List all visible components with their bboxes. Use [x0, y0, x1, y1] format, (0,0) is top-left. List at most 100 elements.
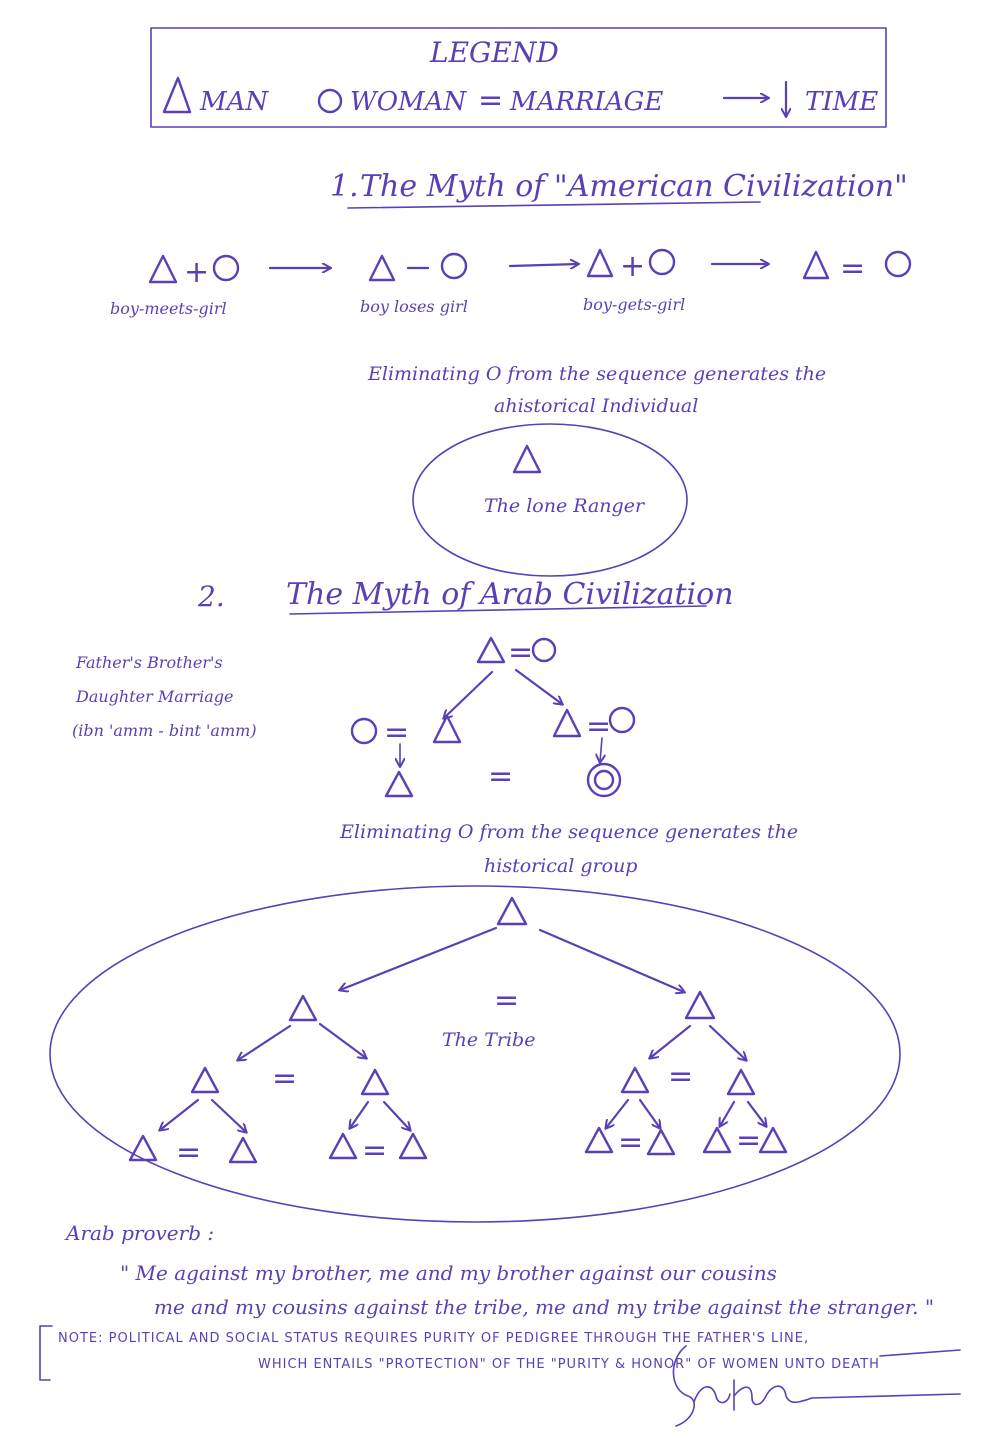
descent-arrow	[210, 1098, 246, 1132]
legend-title: LEGEND	[429, 36, 559, 69]
sequence-arrow	[508, 264, 578, 266]
lineage-icon	[360, 1068, 390, 1096]
section2-note-line2: historical group	[484, 855, 637, 877]
family-icon	[328, 1132, 358, 1160]
man-icon	[586, 248, 614, 278]
cousin-daughter-inner	[593, 769, 615, 791]
lineage-icon	[726, 1068, 756, 1096]
descent-arrow	[318, 1022, 366, 1058]
lineage-icon	[620, 1066, 650, 1094]
clan-left-icon	[288, 994, 318, 1022]
proverb-block: Arab proverb : " Me against my brother, …	[64, 1221, 934, 1319]
descent-arrow	[746, 1100, 766, 1126]
brother-left-icon	[432, 714, 462, 744]
family-icon	[758, 1126, 788, 1154]
woman-icon	[884, 250, 912, 278]
side-note-line1: Father's Brother's	[75, 653, 223, 672]
proverb-line1: " Me against my brother, me and my broth…	[120, 1261, 777, 1285]
legend-woman-label: WOMAN	[350, 87, 467, 117]
tribe-oval	[49, 885, 901, 1223]
family-icon	[584, 1126, 614, 1154]
section1-number: 1.	[330, 169, 359, 204]
author-signature	[672, 1345, 961, 1427]
man-icon	[802, 250, 830, 280]
proverb-heading: Arab proverb :	[64, 1221, 214, 1245]
equals-sign: =	[840, 251, 865, 286]
mother-icon	[531, 637, 557, 663]
section1-note-line2: ahistorical Individual	[494, 395, 698, 417]
section2-number: 2.	[197, 580, 225, 613]
section2-title-underline	[289, 605, 707, 615]
cousin-daughter-icon	[586, 762, 622, 798]
father-icon	[476, 636, 506, 664]
man-icon	[148, 254, 178, 284]
family-icon	[128, 1134, 158, 1162]
side-note-line3: (ibn 'amm - bint 'amm)	[72, 721, 257, 740]
note-bracket	[39, 1325, 53, 1381]
equals-sign: =	[384, 715, 409, 750]
proverb-line2: me and my cousins against the tribe, me …	[154, 1295, 934, 1319]
equals-sign: =	[668, 1059, 693, 1094]
family-icon	[702, 1126, 732, 1154]
caption-boy-meets-girl: boy-meets-girl	[110, 299, 227, 318]
descent-arrow	[238, 1024, 292, 1060]
equals-sign: =	[508, 635, 533, 670]
brother-right-icon	[552, 708, 582, 738]
plus-sign: +	[620, 249, 645, 284]
oval-label: The lone Ranger	[484, 495, 646, 517]
equals-sign: =	[586, 709, 611, 744]
descent-arrow	[600, 737, 602, 762]
caption-boy-loses-girl: boy loses girl	[360, 297, 468, 316]
section-american: 1. The Myth of "American Civilization" +…	[110, 169, 912, 577]
descent-arrow	[160, 1098, 200, 1130]
clan-right-icon	[684, 990, 716, 1020]
family-icon	[646, 1128, 676, 1156]
ancestor-icon	[496, 896, 528, 926]
family-icon	[228, 1136, 258, 1164]
section-arab: 2. The Myth of Arab Civilization Father'…	[49, 577, 901, 1223]
tribe-label: The Tribe	[442, 1029, 535, 1051]
descent-arrow	[720, 1100, 736, 1126]
note-underline	[879, 1349, 961, 1357]
cousin-marriage-equals: =	[488, 759, 513, 794]
equals-sign: =	[618, 1125, 643, 1160]
individual-oval	[412, 423, 688, 577]
woman-icon	[648, 248, 676, 276]
note-line2: WHICH ENTAILS "PROTECTION" OF THE "PURIT…	[258, 1357, 880, 1372]
caption-boy-gets-girl: boy-gets-girl	[583, 295, 685, 314]
wife-right-icon	[608, 706, 636, 734]
lineage-icon	[190, 1066, 220, 1094]
legend-man-label: MAN	[199, 87, 269, 117]
equals-sign: =	[362, 1133, 387, 1168]
lone-individual-icon	[512, 444, 542, 474]
man-icon	[368, 254, 396, 282]
man-triangle-icon	[162, 76, 192, 114]
descent-arrow	[444, 670, 494, 718]
note-line1: NOTE: POLITICAL AND SOCIAL STATUS REQUIR…	[58, 1331, 809, 1346]
descent-arrow	[350, 1100, 370, 1128]
descent-arrow	[514, 668, 562, 704]
woman-icon	[440, 252, 468, 280]
descent-arrow	[606, 1098, 630, 1128]
cousin-son-icon	[384, 770, 414, 798]
section2-note-line1: Eliminating O from the sequence generate…	[339, 821, 798, 843]
equals-sign: =	[176, 1135, 201, 1170]
legend-box: LEGEND MAN WOMAN = MARRIAGE TIME	[150, 27, 887, 128]
legend-time-label: TIME	[805, 87, 878, 117]
woman-icon	[212, 254, 240, 282]
descent-arrow	[650, 1024, 692, 1058]
legend-marriage-label: MARRIAGE	[509, 87, 663, 117]
equals-sign: =	[272, 1061, 297, 1096]
section1-note-line1: Eliminating O from the sequence generate…	[367, 363, 826, 385]
wife-left-icon	[350, 717, 378, 745]
equals-sign: =	[736, 1123, 761, 1158]
section1-title: The Myth of "American Civilization"	[360, 169, 908, 204]
family-icon	[398, 1132, 428, 1160]
descent-arrow	[638, 1098, 660, 1128]
equals-sign: =	[494, 983, 519, 1018]
side-note-line2: Daughter Marriage	[75, 687, 233, 706]
descent-arrow	[340, 926, 498, 990]
descent-arrow	[708, 1024, 746, 1060]
plus-sign: +	[184, 255, 209, 290]
